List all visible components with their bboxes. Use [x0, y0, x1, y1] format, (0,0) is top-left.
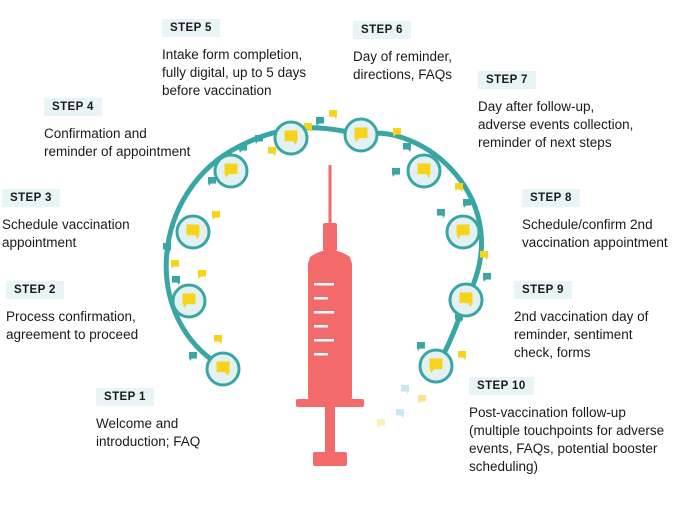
chat-bubble-icon: [429, 358, 443, 374]
chat-bubble-icon: [417, 163, 431, 179]
message-icon: [316, 117, 324, 126]
step-6: STEP 6 Day of reminder, directions, FAQs: [353, 20, 452, 84]
step-node-1: [205, 351, 241, 387]
syringe-scale-mark: [314, 283, 334, 286]
step-8: STEP 8 Schedule/confirm 2nd vaccination …: [522, 188, 668, 252]
step-6-text: Day of reminder, directions, FAQs: [353, 49, 453, 82]
message-icon: [403, 143, 411, 152]
message-icon: [455, 313, 463, 322]
message-icon: [377, 419, 385, 428]
step-5: STEP 5 Intake form completion, fully dig…: [162, 18, 306, 100]
chat-bubble-icon: [459, 292, 473, 308]
step-node-5: [273, 120, 309, 156]
message-icon: [198, 270, 206, 279]
message-icon: [437, 209, 445, 218]
message-icon: [172, 276, 180, 285]
syringe-icon: [296, 165, 364, 466]
message-icon: [329, 110, 337, 119]
message-icon: [268, 147, 276, 156]
syringe-scale-mark: [314, 297, 328, 300]
step-node-8: [445, 214, 481, 250]
chat-bubble-icon: [354, 127, 368, 143]
step-10: STEP 10 Post-vaccination follow-up (mult…: [469, 376, 664, 476]
step-10-text: Post-vaccination follow-up (multiple tou…: [469, 405, 665, 474]
message-icon: [480, 251, 488, 260]
message-icon: [463, 199, 471, 208]
step-1-label: STEP 1: [96, 388, 154, 406]
message-icon: [392, 168, 400, 177]
message-icon: [417, 342, 425, 351]
step-5-label: STEP 5: [162, 19, 220, 37]
step-node-7: [406, 153, 442, 189]
step-2: STEP 2 Process confirmation, agreement t…: [6, 280, 138, 344]
step-9: STEP 9 2nd vaccination day of reminder, …: [514, 280, 648, 362]
step-3: STEP 3 Schedule vaccination appointment: [2, 188, 130, 252]
chat-bubble-icon: [186, 224, 200, 240]
syringe-scale-mark: [314, 311, 334, 314]
step-7-label: STEP 7: [478, 71, 536, 89]
step-1: STEP 1 Welcome and introduction; FAQ: [96, 387, 200, 451]
message-icon: [304, 123, 312, 132]
step-node-2: [171, 283, 207, 319]
syringe-needle: [328, 165, 332, 227]
step-7-text: Day after follow-up, adverse events coll…: [478, 99, 634, 150]
syringe-tip: [308, 250, 352, 264]
message-icon: [163, 243, 171, 252]
chat-bubble-icon: [182, 293, 196, 309]
step-9-text: 2nd vaccination day of reminder, sentime…: [514, 309, 649, 360]
step-node-9: [448, 282, 484, 318]
message-icon: [401, 385, 409, 394]
step-1-text: Welcome and introduction; FAQ: [96, 416, 201, 449]
syringe-hub: [323, 223, 337, 251]
step-2-text: Process confirmation, agreement to proce…: [6, 309, 139, 342]
syringe-scale-mark: [314, 339, 334, 342]
syringe-scale-mark: [314, 353, 328, 356]
syringe-plunger-cap: [313, 452, 347, 466]
syringe-barrel: [308, 262, 352, 400]
step-3-label: STEP 3: [2, 189, 60, 207]
step-nodes: [171, 117, 484, 387]
message-icon: [458, 351, 466, 360]
step-node-4: [213, 153, 249, 189]
step-2-label: STEP 2: [6, 281, 64, 299]
chat-bubble-icon: [284, 130, 298, 146]
step-6-label: STEP 6: [353, 21, 411, 39]
syringe-scale-mark: [314, 325, 328, 328]
step-4-label: STEP 4: [44, 98, 102, 116]
message-icon: [418, 395, 426, 404]
message-icon: [396, 409, 404, 418]
step-8-text: Schedule/confirm 2nd vaccination appoint…: [522, 217, 668, 250]
chat-bubble-icon: [456, 224, 470, 240]
step-4-text: Confirmation and reminder of appointment: [44, 126, 191, 159]
message-icon: [212, 211, 220, 220]
message-icon: [483, 273, 491, 282]
message-icon: [239, 144, 247, 153]
step-node-10: [418, 348, 454, 384]
message-icon: [189, 352, 197, 361]
message-icon: [393, 128, 401, 137]
step-9-label: STEP 9: [514, 281, 572, 299]
message-icon: [214, 335, 222, 344]
step-4: STEP 4 Confirmation and reminder of appo…: [44, 97, 190, 161]
step-node-3: [175, 214, 211, 250]
step-7: STEP 7 Day after follow-up, adverse even…: [478, 70, 633, 152]
step-node-6: [343, 117, 379, 153]
chat-bubble-icon: [224, 163, 238, 179]
message-icon: [171, 260, 179, 269]
message-icon: [208, 177, 216, 186]
step-8-label: STEP 8: [522, 189, 580, 207]
message-icon: [255, 135, 263, 144]
message-icon: [455, 183, 463, 192]
step-5-text: Intake form completion, fully digital, u…: [162, 47, 307, 98]
chat-bubble-icon: [216, 361, 230, 377]
syringe-flange: [296, 399, 364, 407]
step-3-text: Schedule vaccination appointment: [2, 217, 130, 250]
syringe-plunger-rod: [325, 405, 335, 453]
step-10-label: STEP 10: [469, 377, 534, 395]
